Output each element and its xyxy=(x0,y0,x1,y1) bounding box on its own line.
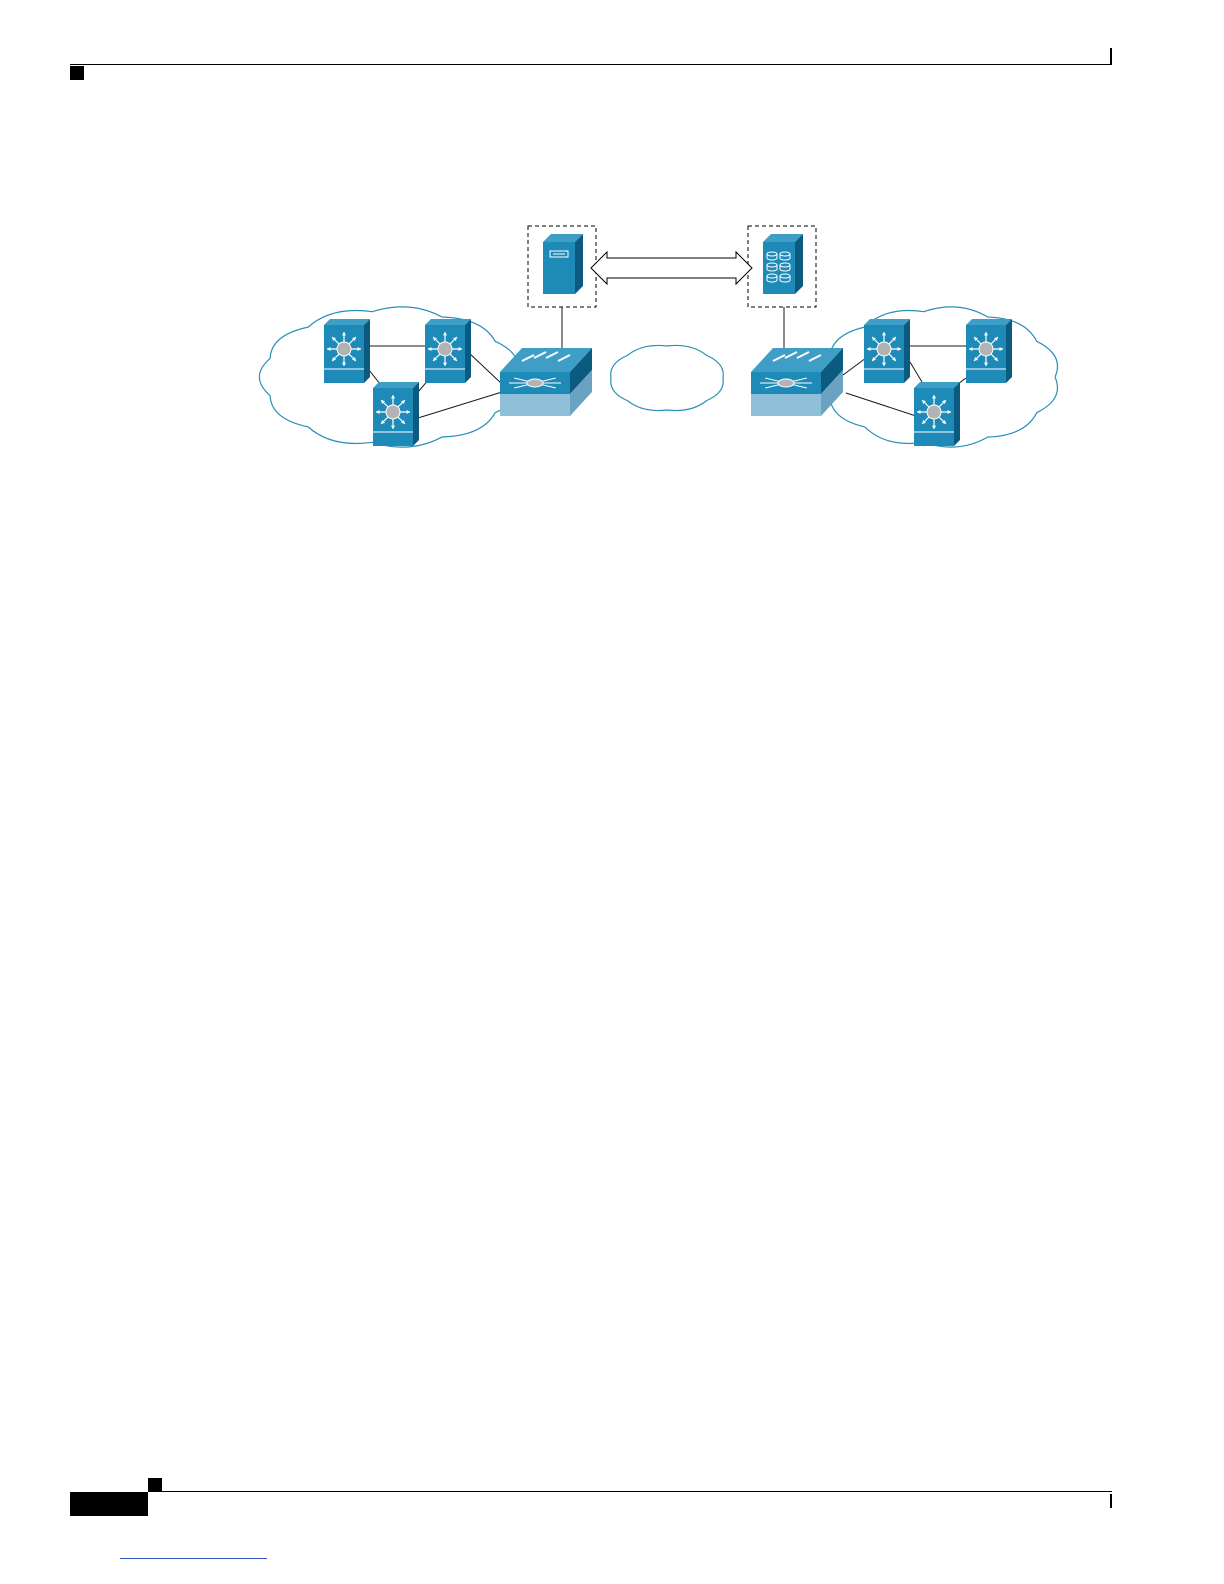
footer-rule xyxy=(148,1491,1112,1492)
right-multilayer-switch-2-icon xyxy=(966,319,1012,383)
right-multilayer-switch-1-icon xyxy=(864,319,910,383)
footer-black-tab xyxy=(70,1492,148,1516)
left-multilayer-switch-2-icon xyxy=(425,319,471,383)
center-wan-cloud xyxy=(611,345,724,410)
left-multilayer-switch-1-icon xyxy=(324,319,370,383)
left-core-switch-icon xyxy=(500,348,592,416)
footer-link-underline[interactable] xyxy=(120,1558,267,1559)
footer-marker-small xyxy=(148,1478,162,1492)
server-to-storage-double-arrow xyxy=(591,252,752,284)
left-server-icon xyxy=(543,234,583,294)
right-core-switch-icon xyxy=(751,348,843,416)
right-multilayer-switch-3-icon xyxy=(914,382,960,446)
left-multilayer-switch-3-icon xyxy=(373,382,419,446)
footer-right-tick xyxy=(1110,1494,1112,1508)
right-storage-server-icon xyxy=(763,234,803,294)
